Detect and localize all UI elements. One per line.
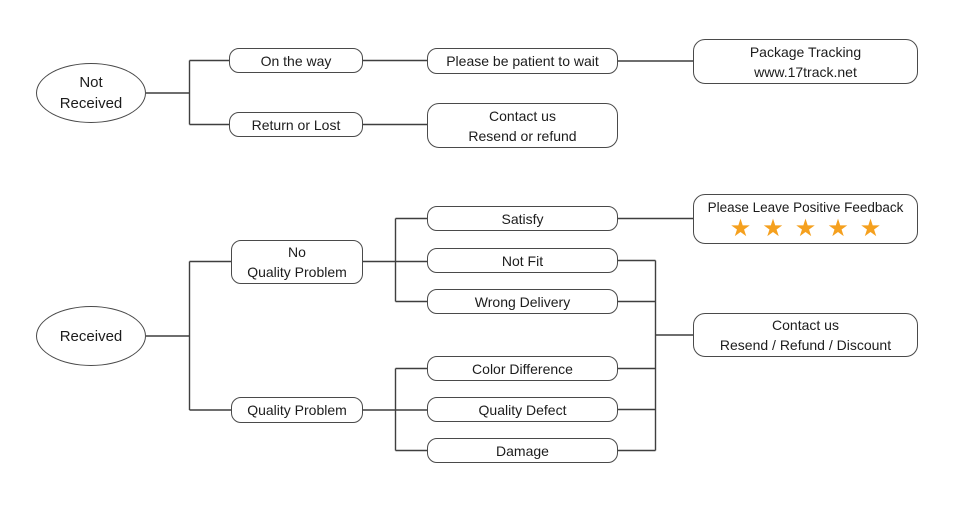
star-icon: ★ <box>762 214 784 242</box>
node-quality-problem: Quality Problem <box>231 397 363 423</box>
node-be-patient: Please be patient to wait <box>427 48 618 74</box>
node-not-fit: Not Fit <box>427 248 618 273</box>
node-contact-resend-refund: Contact us Resend or refund <box>427 103 618 148</box>
node-damage: Damage <box>427 438 618 463</box>
node-label: Damage <box>496 442 549 459</box>
node-color-difference: Color Difference <box>427 356 618 381</box>
tracking-url: www.17track.net <box>754 63 857 80</box>
star-icon: ★ <box>827 214 849 242</box>
node-no-quality-problem: No Quality Problem <box>231 240 363 284</box>
node-label: Quality Defect <box>478 401 567 418</box>
node-label: Return or Lost <box>251 116 341 133</box>
node-contact-discount: Contact us Resend / Refund / Discount <box>693 313 918 357</box>
star-rating: ★ ★ ★ ★ ★ <box>729 214 882 242</box>
node-label: Satisfy <box>501 210 544 227</box>
node-label: Quality Problem <box>247 402 347 418</box>
node-label: Received <box>59 327 123 345</box>
star-icon: ★ <box>729 214 752 242</box>
node-on-the-way: On the way <box>229 48 363 73</box>
node-label: Please Leave Positive Feedback <box>707 200 904 215</box>
node-label: Resend or refund <box>468 127 577 144</box>
node-not-received: Not Received <box>36 63 146 123</box>
node-label: Received <box>59 95 123 112</box>
node-positive-feedback: Please Leave Positive Feedback ★ ★ ★ ★ ★ <box>693 194 918 244</box>
node-label: Resend / Refund / Discount <box>719 337 892 353</box>
node-package-tracking: Package Tracking www.17track.net <box>693 39 918 84</box>
node-label: Contact us <box>772 317 839 333</box>
node-label: Wrong Delivery <box>474 293 571 310</box>
node-label: Not Fit <box>501 252 544 269</box>
node-label: Color Difference <box>472 360 573 377</box>
node-label: On the way <box>260 52 332 69</box>
star-icon: ★ <box>794 214 817 242</box>
node-label: No <box>288 244 306 260</box>
node-received: Received <box>36 306 146 366</box>
node-return-or-lost: Return or Lost <box>229 112 363 137</box>
node-label: Quality Problem <box>247 264 347 280</box>
node-quality-defect: Quality Defect <box>427 397 618 422</box>
node-wrong-delivery: Wrong Delivery <box>427 289 618 314</box>
star-icon: ★ <box>859 214 882 242</box>
node-label: Please be patient to wait <box>446 53 599 69</box>
node-label: Contact us <box>489 107 556 124</box>
node-satisfy: Satisfy <box>427 206 618 231</box>
node-label: Package Tracking <box>749 43 862 60</box>
node-label: Not <box>79 74 103 91</box>
